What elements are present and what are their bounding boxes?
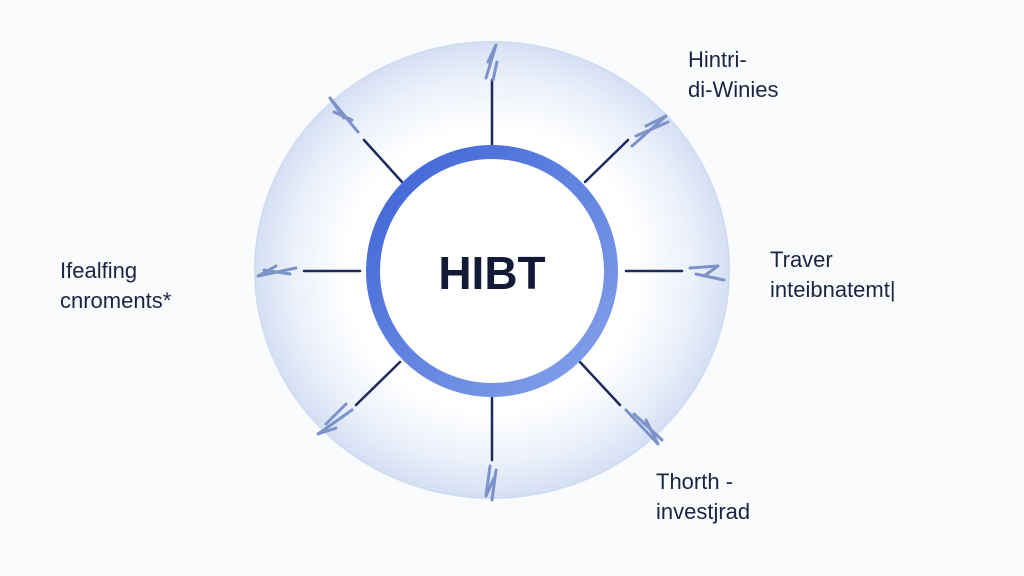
spoke-top-left [362, 138, 404, 184]
label-bottom-right-line-2: investjrad [656, 499, 751, 524]
center-ring [366, 145, 618, 397]
arrow-tip-top-icon [484, 43, 499, 82]
spoke-bottom-left [354, 360, 402, 407]
label-right-line-2: inteibnatemt| [770, 277, 896, 302]
label-top-right-line-1: Hintri- [688, 47, 747, 72]
label-left: Ifealfing cnroments* [60, 256, 171, 316]
label-bottom-right: Thorth - investjrad [656, 467, 750, 527]
arrow-tip-bottom-icon [484, 464, 498, 502]
arrow-tip-top-right-icon [630, 114, 670, 148]
label-bottom-right-line-1: Thorth - [656, 469, 734, 494]
arrow-tip-right-icon [688, 264, 726, 282]
spokes [302, 78, 684, 462]
label-right: Traver inteibnatemt| [770, 245, 896, 305]
arrow-tip-left-icon [256, 264, 298, 278]
label-left-line-2: cnroments* [60, 288, 172, 313]
arrow-tip-bottom-right-icon [624, 408, 664, 446]
spoke-top-right [583, 138, 630, 184]
center-title: HIBT [438, 247, 545, 299]
label-top-right-line-2: di-Winies [688, 77, 779, 102]
label-left-line-1: Ifealfing [60, 258, 138, 283]
label-right-line-1: Traver [770, 247, 833, 272]
arrow-tip-top-left-icon [328, 96, 360, 134]
arrow-tips [256, 43, 726, 502]
spoke-bottom-right [578, 360, 622, 407]
label-top-right: Hintri- di-Winies [688, 45, 778, 105]
arrow-tip-bottom-left-icon [316, 402, 354, 436]
